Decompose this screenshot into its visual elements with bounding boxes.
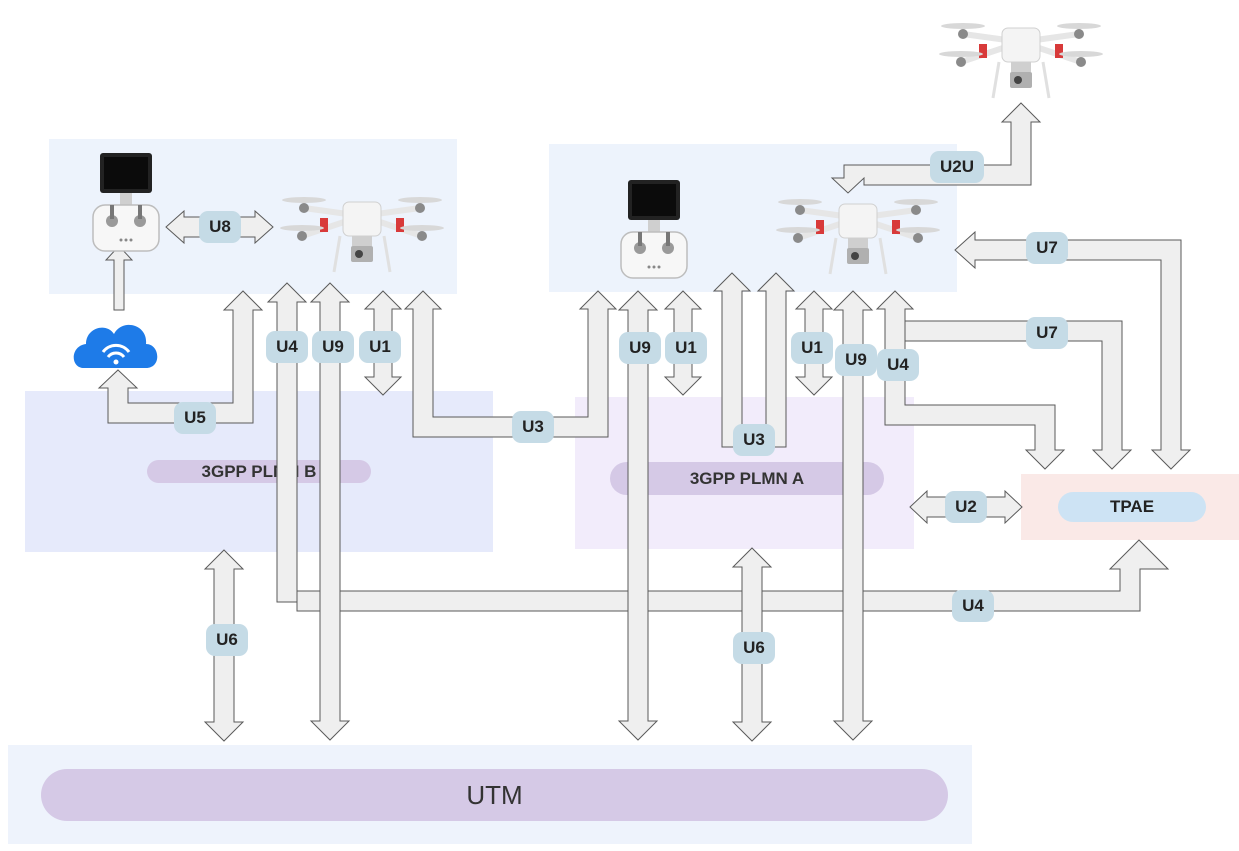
plmn-a-label: 3GPP PLMN A [610,462,884,495]
u3-link-arrow [403,290,618,438]
u3-inner-arrow [712,272,796,448]
interface-label-u9: U9 [835,344,877,376]
u7-mid-arrow [904,320,1133,470]
utm-label: UTM [41,769,948,821]
drone-icon [280,197,444,272]
interface-label-u9: U9 [619,332,661,364]
u2u-arrow [830,102,1042,194]
interface-label-u1: U1 [665,332,707,364]
ctrl-cloud-arrow [104,245,134,311]
u9-left-arrow [309,282,351,741]
remote-controller-icon [620,179,688,279]
interface-label-u1: U1 [791,332,833,364]
u5-arrow [97,290,264,424]
interface-label-u7: U7 [1026,232,1068,264]
u4-bottom-arrow [296,539,1170,612]
interface-label-u1: U1 [359,331,401,363]
interface-label-u4: U4 [266,331,308,363]
interface-label-u4: U4 [952,590,994,622]
cloud-wifi-icon [73,324,158,368]
u9-a1-arrow [617,290,659,741]
interface-label-u2: U2 [945,491,987,523]
drone-icon [776,199,940,274]
tpae-label: TPAE [1058,492,1206,522]
interface-label-u4: U4 [877,349,919,381]
interface-label-u6: U6 [206,624,248,656]
interface-label-u7: U7 [1026,317,1068,349]
u9-a2-arrow [832,290,874,741]
interface-label-u3: U3 [512,411,554,443]
interface-label-u8: U8 [199,211,241,243]
interface-label-u5: U5 [174,402,216,434]
arrows-layer [97,102,1192,742]
interface-label-u9: U9 [312,331,354,363]
remote-controller-icon [92,152,160,252]
drone-icon [939,23,1103,98]
u7-top-arrow [954,230,1192,470]
interface-label-u3: U3 [733,424,775,456]
interface-label-u2u: U2U [930,151,984,183]
interface-label-u6: U6 [733,632,775,664]
